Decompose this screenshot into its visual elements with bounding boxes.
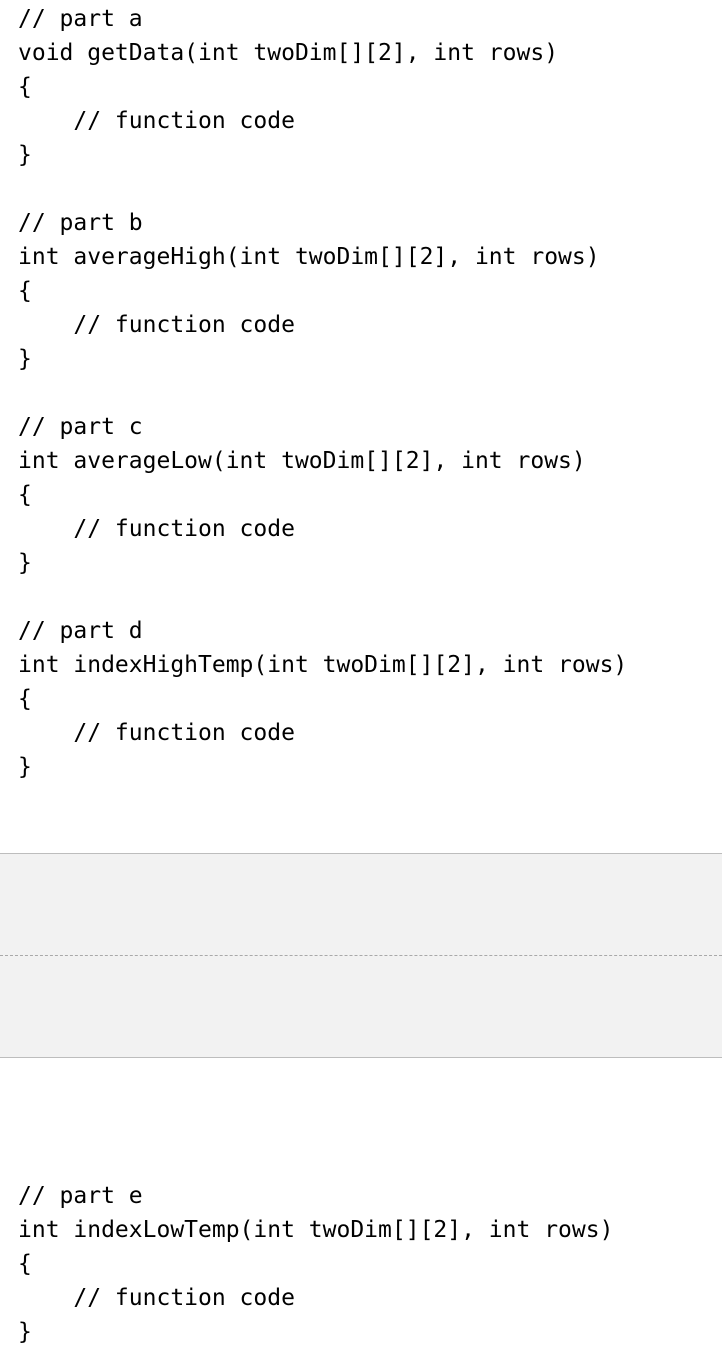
comment-part-c: // part c — [18, 414, 143, 440]
brace-open: { — [18, 1251, 32, 1277]
comment-part-d: // part d — [18, 618, 143, 644]
blank-line — [18, 580, 627, 614]
brace-close: } — [18, 142, 32, 168]
brace-open: { — [18, 74, 32, 100]
code-block-parts-a-to-d: // part a void getData(int twoDim[][2], i… — [18, 2, 627, 784]
brace-open: { — [18, 686, 32, 712]
page-break-dashed-divider — [0, 955, 722, 956]
signature-averagelow: int averageLow(int twoDim[][2], int rows… — [18, 448, 586, 474]
brace-close: } — [18, 346, 32, 372]
blank-line — [18, 172, 627, 206]
signature-indexlowtemp: int indexLowTemp(int twoDim[][2], int ro… — [18, 1217, 614, 1243]
comment-part-b: // part b — [18, 210, 143, 236]
comment-function-code: // function code — [18, 516, 295, 542]
comment-function-code: // function code — [18, 720, 295, 746]
comment-function-code: // function code — [18, 1285, 295, 1311]
blank-line — [18, 376, 627, 410]
page-break-gap — [0, 853, 722, 1058]
signature-getdata: void getData(int twoDim[][2], int rows) — [18, 40, 559, 66]
code-block-part-e: // part e int indexLowTemp(int twoDim[][2… — [18, 1179, 613, 1349]
brace-close: } — [18, 754, 32, 780]
comment-part-a: // part a — [18, 6, 143, 32]
comment-part-e: // part e — [18, 1183, 143, 1209]
brace-open: { — [18, 278, 32, 304]
brace-close: } — [18, 550, 32, 576]
brace-close: } — [18, 1319, 32, 1345]
brace-open: { — [18, 482, 32, 508]
signature-averagehigh: int averageHigh(int twoDim[][2], int row… — [18, 244, 600, 270]
signature-indexhightemp: int indexHighTemp(int twoDim[][2], int r… — [18, 652, 628, 678]
comment-function-code: // function code — [18, 108, 295, 134]
comment-function-code: // function code — [18, 312, 295, 338]
